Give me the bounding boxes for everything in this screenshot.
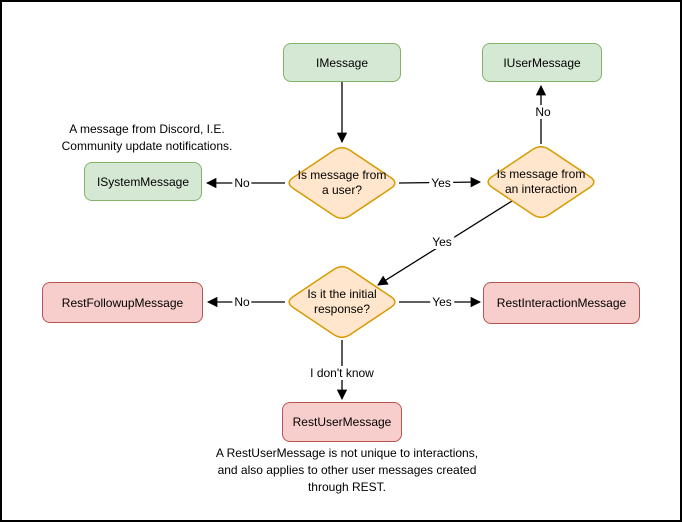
decision-user-label: Is message from a user? <box>297 168 387 197</box>
node-restusermessage: RestUserMessage <box>282 402 402 442</box>
node-restinteractionmessage-label: RestInteractionMessage <box>496 296 627 310</box>
note-rest-user-message: A RestUserMessage is not unique to inter… <box>215 446 479 494</box>
node-isystemmessage-label: ISystemMessage <box>96 174 190 189</box>
note-system-message: A message from Discord, I.E. Community u… <box>61 122 233 153</box>
node-restfollowupmessage-label: RestFollowupMessage <box>61 295 184 310</box>
decision-interaction-shape <box>487 146 595 218</box>
edge-label-no-to-iusermessage: No <box>533 105 553 119</box>
node-restusermessage-label: RestUserMessage <box>292 415 392 429</box>
edge-label-no-to-restfollowupmessage: No <box>232 295 252 309</box>
node-restinteractionmessage: RestInteractionMessage <box>483 282 640 324</box>
edge-label-idontknow-to-restusermessage: I don't know <box>308 366 376 380</box>
node-isystemmessage: ISystemMessage <box>84 162 202 201</box>
edge-label-no-to-isystemmessage: No <box>232 176 252 190</box>
decision-user-shape <box>288 147 396 219</box>
edge-label-yes-to-restinteractionmessage: Yes <box>430 295 454 309</box>
decision-initial-label: Is it the initial response? <box>307 287 377 316</box>
edge-label-yes-to-initial-decision: Yes <box>430 235 454 249</box>
edge-label-yes-to-interaction-decision: Yes <box>429 176 453 190</box>
node-restfollowupmessage: RestFollowupMessage <box>42 282 203 323</box>
node-imessage: IMessage <box>283 43 401 82</box>
decision-initial-shape <box>288 266 396 338</box>
node-iusermessage: IUserMessage <box>482 43 602 82</box>
node-iusermessage-label: IUserMessage <box>503 55 581 70</box>
node-imessage-label: IMessage <box>315 55 369 70</box>
decision-interaction-label: Is message from an interaction <box>496 167 586 196</box>
